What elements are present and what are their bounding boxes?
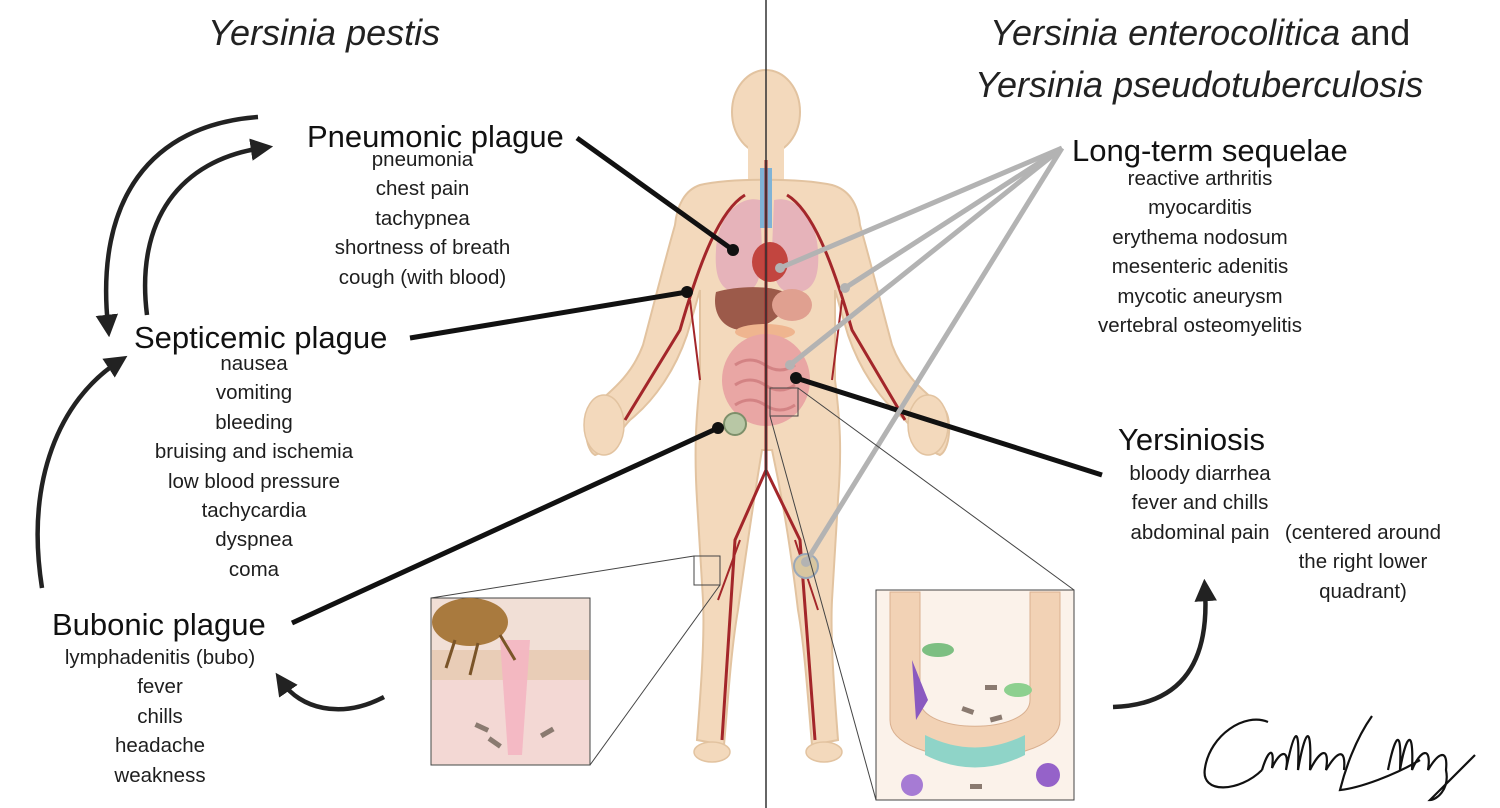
title-and: and — [1350, 12, 1411, 53]
pneumonic-symptom: pneumonia — [371, 148, 474, 171]
human-body-figure — [583, 69, 951, 763]
pneumonic-symptom-list: pneumonia chest pain tachypnea shortness… — [310, 145, 535, 292]
sequelae-item: vertebral osteomyelitis — [1098, 313, 1302, 337]
sequelae-item: erythema nodosum — [1112, 225, 1288, 249]
yersiniosis-symptom: fever and chills — [1131, 491, 1269, 515]
yersiniosis-heading: Yersiniosis — [1118, 422, 1266, 457]
yersiniosis-note-line: quadrant) — [1319, 579, 1407, 603]
septicemic-plague-heading: Septicemic plague — [134, 320, 388, 355]
sequelae-item: mesenteric adenitis — [1111, 255, 1289, 279]
septicemic-symptom: dyspnea — [215, 528, 293, 552]
septicemic-symptom: coma — [228, 557, 280, 581]
septicemic-symptom: vomiting — [215, 381, 293, 405]
bubonic-symptom: chills — [137, 704, 183, 728]
pneumonic-symptom: shortness of breath — [334, 236, 511, 260]
yersiniosis-note-line: the right lower — [1298, 550, 1428, 574]
pneumonic-plague-heading: Pneumonic plague — [307, 119, 564, 154]
sequelae-list: reactive arthritis myocarditis erythema … — [1075, 164, 1325, 340]
bubonic-symptom-list: lymphadenitis (bubo) fever chills headac… — [45, 643, 275, 790]
septicemic-symptom: bleeding — [215, 410, 293, 434]
yersiniosis-symptom: bloody diarrhea — [1129, 462, 1271, 485]
intestinal-villus-inset — [769, 387, 1075, 801]
title-enterocolitica-name: Yersinia enterocolitica — [990, 12, 1341, 53]
sequelae-item: myocarditis — [1148, 196, 1252, 220]
pneumonic-symptom: tachypnea — [375, 206, 470, 230]
flea-bite-inset — [430, 555, 721, 766]
progression-arrows — [35, 114, 1217, 712]
septicemic-symptom: low blood pressure — [167, 469, 341, 493]
septicemic-symptom: bruising and ischemia — [154, 440, 354, 464]
yersiniosis-note-line: (centered around — [1284, 521, 1442, 544]
bubonic-symptom: lymphadenitis (bubo) — [64, 646, 256, 669]
signature — [1203, 715, 1476, 802]
title-enterocolitica: Yersinia enterocolitica and — [990, 12, 1410, 54]
bubonic-symptom: weakness — [114, 763, 206, 787]
sequelae-heading: Long-term sequelae — [1072, 133, 1348, 168]
yersiniosis-symptom: abdominal pain — [1130, 520, 1270, 544]
yersiniosis-location-note: (centered around the right lower quadran… — [1272, 518, 1454, 606]
bubonic-symptom: headache — [114, 734, 206, 758]
septicemic-symptom: tachycardia — [201, 498, 307, 522]
septicemic-symptom: nausea — [220, 352, 288, 375]
title-yersinia-pestis: Yersinia pestis — [208, 12, 441, 53]
sequelae-item: reactive arthritis — [1127, 167, 1273, 190]
pneumonic-symptom: cough (with blood) — [338, 265, 507, 289]
title-pseudotuberculosis: Yersinia pseudotuberculosis — [975, 64, 1424, 105]
bubonic-symptom: fever — [137, 675, 183, 699]
pointer-lines — [290, 135, 1103, 626]
sequelae-item: mycotic aneurysm — [1117, 284, 1283, 308]
septicemic-symptom-list: nausea vomiting bleeding bruising and is… — [134, 349, 374, 584]
sequelae-lines — [775, 145, 1065, 567]
bubonic-plague-heading: Bubonic plague — [52, 607, 266, 642]
pneumonic-symptom: chest pain — [375, 177, 470, 201]
yersiniosis-symptom-list: bloody diarrhea fever and chills abdomin… — [1115, 459, 1285, 547]
